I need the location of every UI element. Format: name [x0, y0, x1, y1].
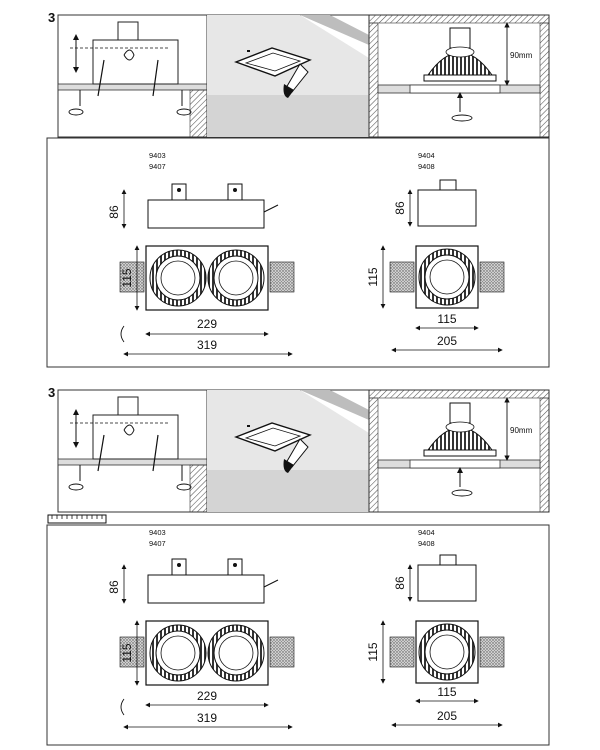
height-dimension: 86 — [107, 580, 121, 594]
cable-icon — [263, 204, 279, 213]
height-dimension: 86 — [393, 576, 407, 590]
outer-width-dimension: 205 — [437, 709, 457, 723]
step-number: 3 — [48, 385, 55, 400]
height-dimension: 86 — [107, 205, 121, 219]
model-code: 9407 — [149, 162, 166, 171]
model-code: 9408 — [418, 539, 435, 548]
mounting-height-label: 90mm — [510, 426, 533, 435]
install-frame-3: 90mm — [368, 389, 550, 513]
install-frame-1 — [57, 389, 208, 513]
depth-dimension: 115 — [120, 643, 134, 662]
step-number: 3 — [48, 10, 55, 25]
dimension-group-double: 9403 9407 86 115 229 31 — [107, 151, 295, 357]
install-frame-2 — [206, 14, 370, 138]
inner-width-dimension: 115 — [437, 312, 456, 326]
model-code: 9404 — [418, 528, 435, 537]
depth-dimension: 115 — [120, 268, 134, 287]
dimension-group-single: 9404 9408 86 115 115 205 — [366, 151, 505, 353]
depth-dimension: 115 — [366, 642, 380, 661]
outer-width-dimension: 205 — [437, 334, 457, 348]
dimension-group-double: 9403 9407 86 115 229 319 — [107, 528, 295, 730]
cable-icon — [263, 579, 279, 588]
lamp-icon — [423, 402, 497, 457]
model-code: 9403 — [149, 528, 166, 537]
inner-width-dimension: 229 — [197, 689, 217, 703]
dimension-group-single: 9404 9408 86 115 115 205 — [366, 528, 505, 728]
outer-width-dimension: 319 — [197, 711, 217, 725]
panel-top: 3 — [46, 10, 550, 368]
outer-width-dimension: 319 — [197, 338, 217, 352]
inner-width-dimension: 115 — [437, 685, 456, 699]
mounting-height-label: 90mm — [510, 51, 533, 60]
model-code: 9403 — [149, 151, 166, 160]
rotate-arrow-icon — [123, 424, 135, 436]
install-frame-2 — [206, 389, 370, 513]
model-code: 9408 — [418, 162, 435, 171]
model-code: 9404 — [418, 151, 435, 160]
install-frame-3: 90mm — [368, 14, 550, 138]
height-dimension: 86 — [393, 201, 407, 215]
panel-bottom: 3 — [46, 385, 550, 746]
depth-dimension: 115 — [366, 267, 380, 286]
model-code: 9407 — [149, 539, 166, 548]
ruler-icon — [47, 514, 107, 524]
install-frame-1 — [57, 14, 208, 138]
rotate-arrow-icon — [123, 49, 135, 61]
inner-width-dimension: 229 — [197, 317, 217, 331]
lamp-icon — [423, 27, 497, 82]
